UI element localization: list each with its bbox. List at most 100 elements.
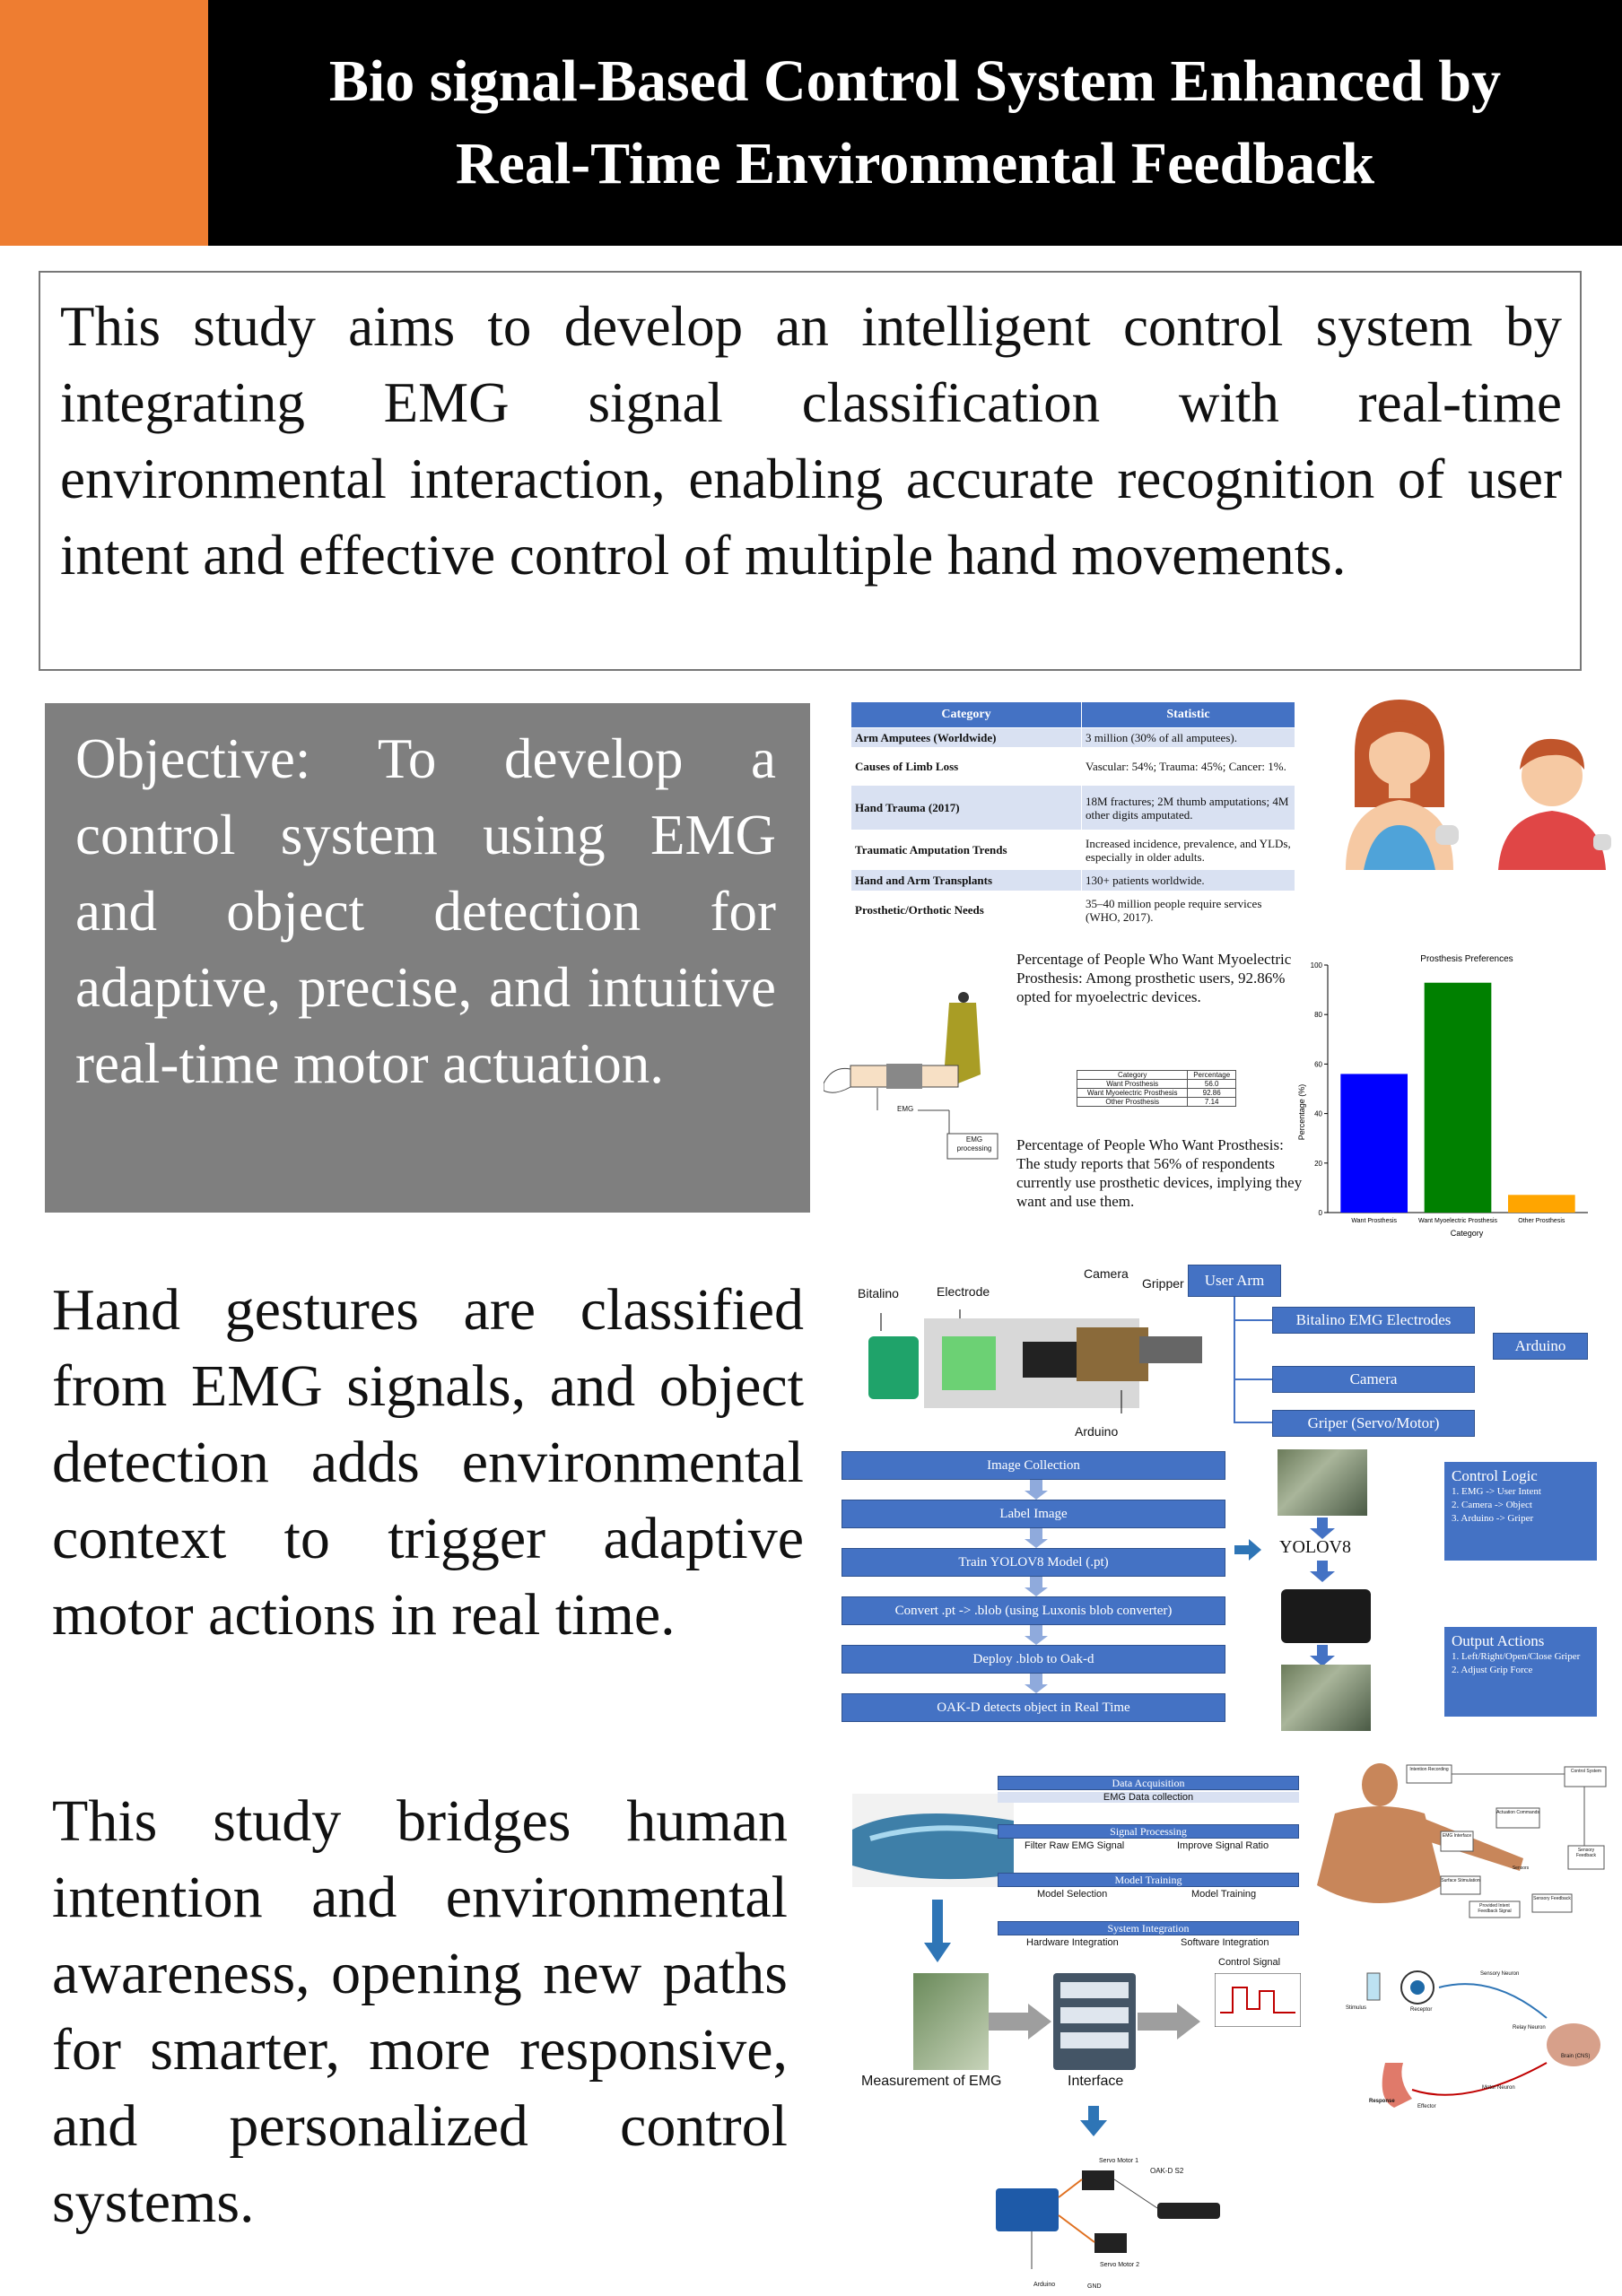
pipeline-stage-title: Model Training [998,1873,1299,1887]
pipeline-stage-title: Data Acquisition [998,1776,1299,1790]
table-cell: Other Prosthesis [1076,1097,1189,1107]
pipeline-stage-item: Hardware Integration [1026,1937,1119,1948]
pipeline-stage-title: System Integration [998,1921,1299,1935]
body-label: Actuation Commands [1496,1810,1539,1815]
prosthesis-text: Percentage of People Who Want Prosthesis… [1016,1136,1303,1210]
pipeline-stage-title: Signal Processing [998,1824,1299,1839]
output-actions-box: Output Actions 1. Left/Right/Open/Close … [1444,1627,1597,1717]
chart-title: Prosthesis Preferences [1420,954,1513,964]
table-header: Category [1076,1070,1189,1080]
hardware-photo [868,1309,1202,1413]
avatar-boy-icon [1498,738,1611,870]
bridges-text: This study bridges human intention and e… [52,1788,788,2235]
body-label: Sensory Feedback [1576,1848,1596,1858]
arrow-right-icon [1234,1539,1261,1561]
arrow-down-icon [1310,1561,1335,1582]
flow-step-detect: OAK-D detects object in Real Time [842,1693,1225,1722]
table-cell: 35–40 million people require services (W… [1081,891,1295,929]
neuro-label: Effector [1417,2104,1436,2109]
forearm-emg-image [852,1794,1014,1887]
table-cell: Hand Trauma (2017) [850,785,1082,831]
arrow-down-icon [1310,1518,1335,1539]
control-logic-item: 2. Camera -> Object [1452,1500,1532,1510]
y-tick-label: 20 [1314,1160,1322,1168]
yolo-label: YOLOV8 [1279,1537,1351,1557]
chart-ylabel: Percentage (%) [1297,1084,1306,1141]
chart-xlabel: Category [1451,1229,1484,1238]
body-label: EMG Interface [1442,1833,1472,1839]
control-logic-box: Control Logic 1. EMG -> User Intent 2. C… [1444,1462,1597,1561]
body-label: Intention Recording [1409,1767,1449,1772]
table-cell: 3 million (30% of all amputees). [1081,727,1295,748]
neuro-label: Motor Neuron [1482,2085,1515,2091]
body-control-diagram [1317,1763,1607,1918]
table-header: Statistic [1081,701,1295,728]
gestures-text: Hand gestures are classified from EMG si… [52,1277,804,1648]
table-cell: 7.14 [1187,1097,1236,1107]
tree-item-camera: Camera [1272,1366,1475,1393]
measurement-label: Measurement of EMG [861,2074,1002,2089]
neuro-label: Brain (CNS) [1561,2054,1591,2059]
chart-bar [1424,982,1492,1213]
flow-step-label-image: Label Image [842,1500,1225,1528]
table-cell: 56.0 [1187,1079,1236,1089]
x-tick-label: Want Prosthesis [1351,1218,1397,1224]
pipeline-stage-item: Model Training [1191,1889,1257,1900]
table-row: Arm Amputees (Worldwide)3 million (30% o… [850,727,1295,748]
arrow-down-icon [1310,1645,1335,1666]
arrow-right-icon [1138,2004,1200,2039]
chart-bar [1508,1195,1575,1213]
header-accent [0,0,208,246]
tree-item-griper: Griper (Servo/Motor) [1272,1410,1475,1437]
y-tick-label: 80 [1314,1011,1322,1019]
camera-label: Camera [1084,1266,1129,1281]
table-header: Percentage [1187,1070,1236,1080]
intro-box: This study aims to develop an intelligen… [39,271,1582,671]
arrow-down-icon [1080,2106,1107,2136]
oak-d-camera-photo [1281,1589,1371,1643]
table-cell: Hand and Arm Transplants [850,869,1082,891]
flow-step-image-collection: Image Collection [842,1451,1225,1480]
y-tick-label: 0 [1319,1209,1323,1217]
table-cell: 130+ patients worldwide. [1081,869,1295,891]
x-tick-label: Other Prosthesis [1518,1218,1565,1224]
bitalino-label: Bitalino [858,1286,899,1300]
control-signal-label: Control Signal [1218,1957,1281,1968]
body-label: Surface Stimulation [1441,1878,1480,1883]
y-tick-label: 100 [1311,961,1323,970]
avatar-woman-icon [1346,700,1459,870]
neuro-reflex-diagram [1366,1970,1600,2108]
table-row: Category Percentage [1076,1070,1236,1080]
interface-label: Interface [1068,2074,1124,2089]
table-cell: 18M fractures; 2M thumb amputations; 4M … [1081,785,1295,831]
user-arm-box: User Arm [1188,1265,1281,1297]
table-cell: Want Myoelectric Prosthesis [1076,1088,1189,1098]
output-actions-item: 2. Adjust Grip Force [1452,1665,1533,1675]
signal-chain: Control Signal Measurement of EMG Interf… [852,1957,1342,2099]
servo-label: Servo Motor 1 [1099,2158,1138,2164]
neuro-label: Receptor [1410,2007,1433,2013]
control-signal-waveform [1215,1973,1301,2027]
neuro-label: Stimulus [1346,2005,1367,2011]
arrow-down-icon [924,1900,951,1962]
amputee-avatars-illustration [1346,700,1611,870]
detection-photo-1 [1278,1449,1367,1516]
chart-bar [1340,1074,1408,1213]
pipeline-diagram: Data Acquisition EMG Data collection Sig… [998,1776,1299,1948]
table-cell: Arm Amputees (Worldwide) [850,727,1082,748]
emg-processing-label: EMG processing [956,1135,992,1152]
arrow-right-icon [989,2004,1051,2039]
body-label: Control System [1570,1769,1602,1774]
pipeline-stage-item: EMG Data collection [998,1792,1299,1803]
pipeline-stage-item: Software Integration [1181,1937,1269,1948]
oak-label: OAK-D S2 [1150,2167,1184,2175]
y-tick-label: 60 [1314,1060,1322,1068]
tree-connectors [1234,1297,1272,1423]
table-cell: Want Prosthesis [1076,1079,1189,1089]
